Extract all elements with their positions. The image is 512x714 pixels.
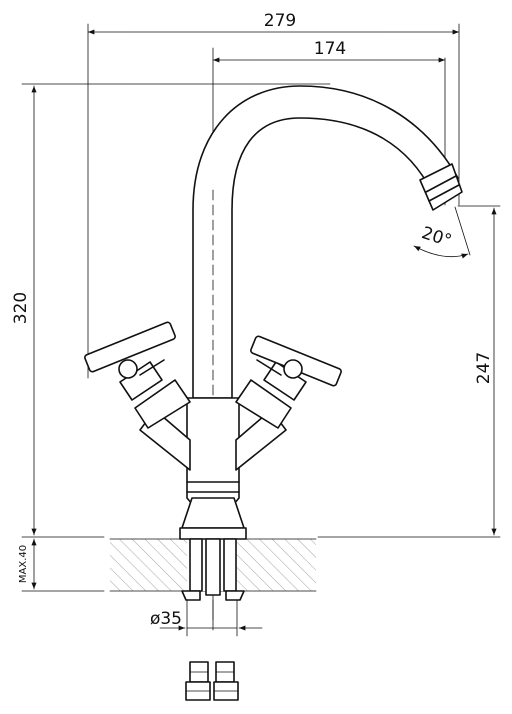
dim-label-279: 279 <box>264 11 296 31</box>
dim-label-20-degrees: 20° <box>419 223 454 251</box>
dimension-lines <box>31 29 497 631</box>
aerator <box>419 163 463 211</box>
dim-label-max40: MAX.40 <box>18 545 29 583</box>
dim-arc-20 <box>413 245 469 259</box>
left-handle <box>84 321 191 471</box>
right-handle <box>235 335 342 471</box>
dim-label-174: 174 <box>314 39 346 59</box>
valve-body <box>179 397 247 540</box>
dim-label-d35: ø35 <box>150 609 182 629</box>
hose-connectors <box>185 661 239 701</box>
faucet-spout <box>192 85 463 399</box>
mounting-hardware <box>181 538 245 621</box>
dim-label-247: 247 <box>474 352 494 384</box>
dim-label-320: 320 <box>11 292 31 324</box>
